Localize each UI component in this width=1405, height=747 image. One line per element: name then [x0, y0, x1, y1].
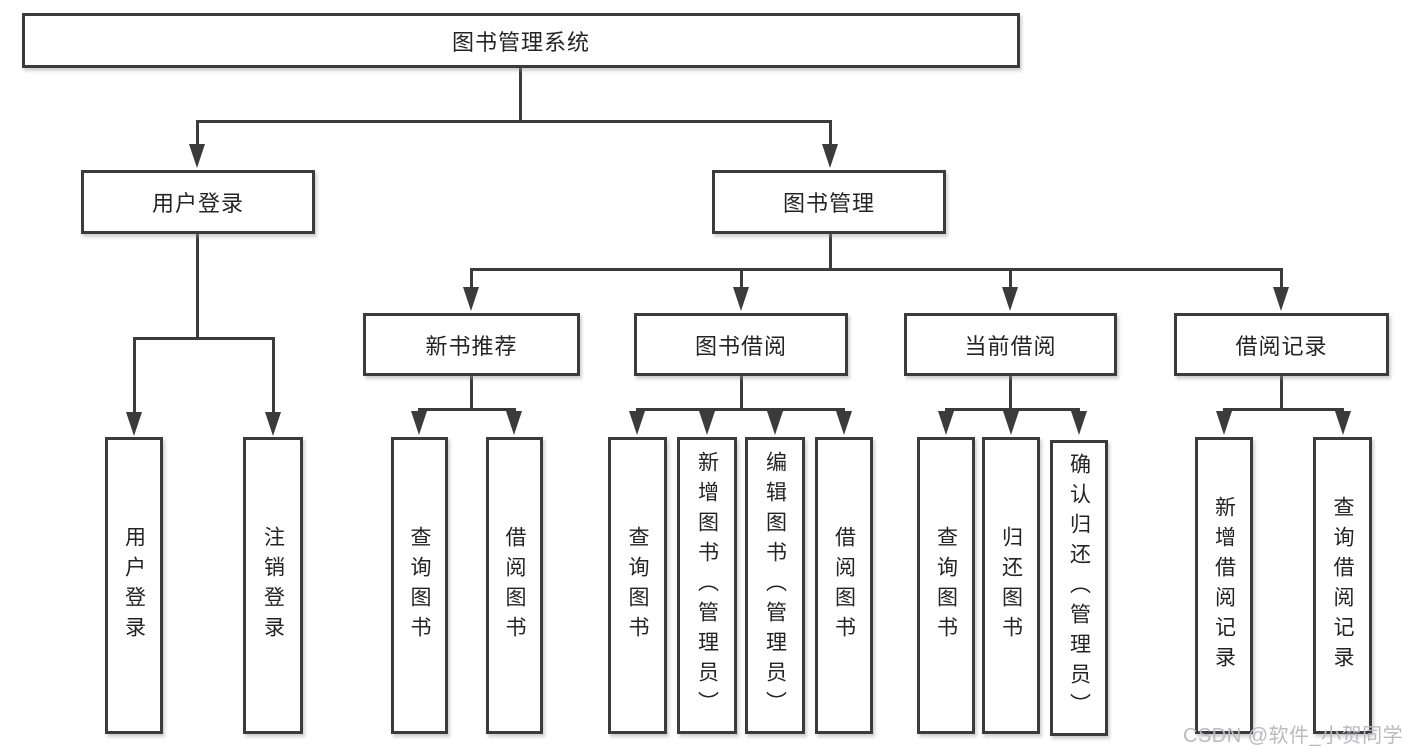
leaf-cb-return-book: 归还图书 — [982, 437, 1040, 734]
node-book-borrow: 图书借阅 — [634, 313, 848, 376]
leaf-label: 查询借阅记录 — [1331, 495, 1354, 676]
node-label: 借阅记录 — [1235, 333, 1328, 359]
connector-line — [272, 337, 275, 415]
leaf-label: 确认归还（管理员） — [1067, 453, 1091, 723]
leaf-nb-query-book: 查询图书 — [391, 437, 448, 734]
leaf-bb-add-book-admin: 新增图书（管理员） — [677, 437, 737, 734]
connector-line — [829, 120, 832, 148]
leaf-br-query-record: 查询借阅记录 — [1313, 437, 1372, 734]
node-borrow-record: 借阅记录 — [1174, 313, 1389, 376]
connector-line — [196, 233, 199, 340]
arrow-down-icon — [506, 411, 522, 435]
connector-line — [196, 120, 199, 148]
csdn-watermark: CSDN @软件_小贺同学 — [1183, 725, 1404, 747]
connector-line — [470, 268, 473, 290]
leaf-label: 新增图书（管理员） — [695, 450, 719, 721]
node-book-management: 图书管理 — [712, 170, 946, 234]
leaf-label: 归还图书 — [999, 525, 1023, 646]
leaf-label: 借阅图书 — [832, 525, 856, 646]
arrow-down-icon — [767, 411, 783, 435]
arrow-down-icon — [699, 411, 715, 435]
arrow-down-icon — [265, 412, 281, 436]
leaf-label: 查询图书 — [626, 525, 649, 646]
leaf-label: 编辑图书（管理员） — [763, 450, 787, 721]
leaf-nb-borrow-book: 借阅图书 — [486, 437, 543, 734]
arrow-down-icon — [463, 287, 479, 311]
arrow-down-icon — [733, 287, 749, 311]
arrow-down-icon — [629, 411, 645, 435]
leaf-label: 查询图书 — [408, 525, 431, 646]
arrow-down-icon — [1003, 411, 1019, 435]
connector-line — [418, 408, 516, 411]
arrow-down-icon — [1273, 287, 1289, 311]
arrow-down-icon — [1216, 411, 1232, 435]
connector-line — [196, 120, 831, 123]
node-label: 新书推荐 — [425, 333, 518, 359]
leaf-label: 新增借阅记录 — [1212, 495, 1236, 676]
arrow-down-icon — [189, 144, 205, 168]
node-root-label: 图书管理系统 — [451, 29, 590, 55]
leaf-label: 注销登录 — [261, 525, 285, 646]
connector-line — [1280, 268, 1283, 290]
leaf-label: 用户登录 — [122, 525, 146, 646]
arrow-down-icon — [126, 412, 142, 436]
arrow-down-icon — [822, 144, 838, 168]
connector-line — [133, 337, 136, 415]
arrow-down-icon — [1335, 411, 1351, 435]
node-label: 当前借阅 — [964, 333, 1057, 359]
node-label: 图书借阅 — [694, 333, 787, 359]
arrow-down-icon — [938, 411, 954, 435]
connector-line — [740, 375, 743, 411]
leaf-cb-query-book: 查询图书 — [917, 437, 975, 734]
connector-line — [1009, 375, 1012, 411]
node-user-login: 用户登录 — [81, 170, 315, 234]
connector-line — [636, 408, 845, 411]
node-label: 图书管理 — [782, 191, 875, 216]
connector-line — [133, 337, 274, 340]
connector-line — [829, 233, 832, 271]
connector-line — [1223, 408, 1344, 411]
leaf-br-add-record: 新增借阅记录 — [1195, 437, 1253, 734]
leaf-bb-edit-book-admin: 编辑图书（管理员） — [745, 437, 805, 734]
arrow-down-icon — [1071, 411, 1087, 435]
leaf-logout: 注销登录 — [243, 437, 303, 734]
arrow-down-icon — [1002, 287, 1018, 311]
node-current-borrow: 当前借阅 — [904, 313, 1117, 376]
connector-line — [519, 67, 522, 121]
connector-line — [1009, 268, 1012, 290]
connector-line — [945, 408, 1080, 411]
node-label: 用户登录 — [151, 191, 244, 216]
leaf-bb-borrow-book: 借阅图书 — [815, 437, 873, 734]
leaf-label: 查询图书 — [934, 525, 958, 646]
node-root: 图书管理系统 — [22, 13, 1020, 68]
leaf-label: 借阅图书 — [503, 525, 526, 646]
connector-line — [740, 268, 743, 290]
connector-line — [470, 375, 473, 411]
connector-line — [470, 268, 1282, 271]
arrow-down-icon — [836, 411, 852, 435]
leaf-bb-query-book: 查询图书 — [608, 437, 667, 734]
node-new-book-recommend: 新书推荐 — [363, 313, 580, 376]
leaf-cb-confirm-return-admin: 确认归还（管理员） — [1050, 440, 1108, 736]
connector-line — [1280, 375, 1283, 411]
leaf-user-login: 用户登录 — [105, 437, 163, 734]
arrow-down-icon — [411, 411, 427, 435]
